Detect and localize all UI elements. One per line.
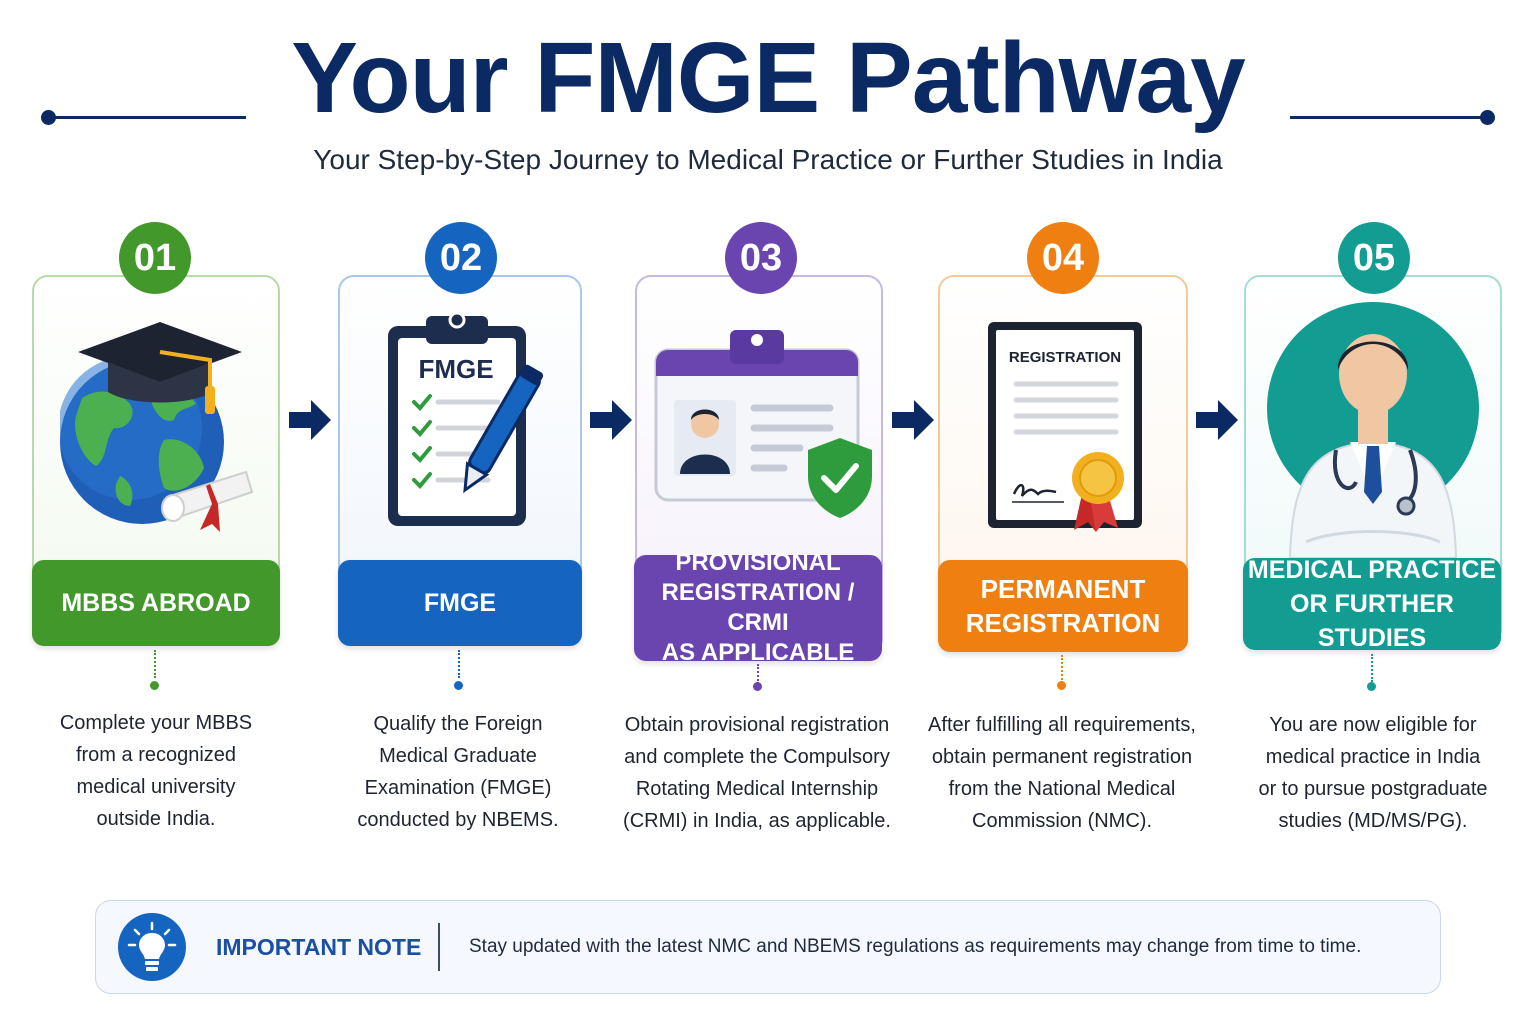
step-connector-dot-5 [1367,682,1376,691]
step-label-4-line-1: PERMANENT [980,574,1146,604]
step-label-1-line-1: MBBS ABROAD [61,588,251,617]
step-description-5: You are now eligible for medical practic… [1232,709,1514,837]
title-dot-right [1480,110,1495,125]
step-label-5: MEDICAL PRACTICE OR FURTHER STUDIES [1243,556,1501,652]
step-description-2-line-3: Examination (FMGE) [364,777,552,799]
step-description-4: After fulfilling all requirements, obtai… [916,709,1208,837]
step-label-3: PROVISIONAL REGISTRATION / CRMI AS APPLI… [634,549,882,666]
step-description-4-line-4: Commission (NMC). [972,810,1152,832]
step-connector-2 [458,650,460,678]
step-description-5-line-4: studies (MD/MS/PG). [1278,810,1468,832]
title-dot-left [41,110,56,125]
step-number-2: 02 [425,222,497,294]
step-connector-dot-1 [150,681,159,690]
step-description-5-line-2: medical practice in India [1265,746,1481,768]
arrow-right-icon [590,400,632,440]
id-badge-shield-icon [654,330,872,518]
registration-certificate-icon: REGISTRATION [988,322,1142,532]
arrow-right-icon [289,400,331,440]
step-label-1: MBBS ABROAD [32,560,280,646]
arrow-right-icon [892,400,934,440]
step-description-4-line-2: obtain permanent registration [931,746,1193,768]
step-description-4-line-1: After fulfilling all requirements, [928,714,1196,736]
step-label-5-line-1: MEDICAL PRACTICE [1247,556,1497,584]
step-number-1: 01 [119,222,191,294]
step-description-1: Complete your MBBS from a recognized med… [22,707,290,835]
step-number-3: 03 [725,222,797,294]
lightbulb-icon [118,913,186,981]
step-connector-5 [1371,654,1373,682]
step-description-5-line-1: You are now eligible for [1269,714,1477,736]
step-description-4-line-3: from the National Medical [948,778,1176,800]
note-title: IMPORTANT NOTE [216,934,422,960]
step-connector-1 [154,650,156,678]
note-text: Stay updated with the latest NMC and NBE… [469,936,1362,957]
step-description-1-line-2: from a recognized [75,744,237,766]
step-connector-4 [1061,655,1063,683]
graduation-globe-icon [60,322,254,532]
step-description-1-line-1: Complete your MBBS [59,712,253,734]
clipboard-text: FMGE [418,354,493,384]
exam-clipboard-icon: FMGE [388,311,544,526]
doctor-icon [1267,302,1479,558]
step-label-5-line-2: OR FURTHER STUDIES [1290,590,1454,652]
step-description-3-line-3: Rotating Medical Internship [635,778,879,800]
title-rule-right [1290,116,1488,119]
step-description-3: Obtain provisional registration and comp… [612,709,902,837]
step-description-5-line-3: or to pursue postgraduate [1258,778,1488,800]
step-connector-dot-2 [454,681,463,690]
step-description-3-line-2: and complete the Compulsory [624,746,890,768]
step-description-2: Qualify the Foreign Medical Graduate Exa… [324,708,592,836]
arrow-right-icon [1196,400,1238,440]
step-label-2: FMGE [338,560,582,646]
step-label-4: PERMANENT REGISTRATION [938,560,1188,652]
step-connector-dot-3 [753,682,762,691]
note-divider [438,923,440,971]
step-description-1-line-4: outside India. [96,808,216,830]
step-label-3-line-2: REGISTRATION / CRMI [661,579,855,636]
step-description-3-line-4: (CRMI) in India, as applicable. [623,810,891,832]
step-connector-dot-4 [1057,681,1066,690]
step-description-2-line-4: conducted by NBEMS. [357,809,559,831]
important-note-box: IMPORTANT NOTE Stay updated with the lat… [95,900,1441,994]
step-number-5: 05 [1338,222,1410,294]
step-connector-3 [757,664,759,684]
title-rule-left [48,116,246,119]
step-label-3-line-1: PROVISIONAL [675,549,841,576]
step-label-3-line-3: AS APPLICABLE [661,639,855,666]
step-description-3-line-1: Obtain provisional registration [624,714,890,736]
certificate-text: REGISTRATION [1009,349,1121,366]
step-description-1-line-3: medical university [76,776,236,798]
step-label-2-line-1: FMGE [423,588,497,617]
step-description-2-line-1: Qualify the Foreign [373,713,543,735]
step-description-2-line-2: Medical Graduate [379,745,537,767]
page-title: Your FMGE Pathway [291,22,1246,134]
step-label-4-line-2: REGISTRATION [965,608,1161,638]
page-subtitle: Your Step-by-Step Journey to Medical Pra… [313,144,1223,175]
step-number-4: 04 [1027,222,1099,294]
